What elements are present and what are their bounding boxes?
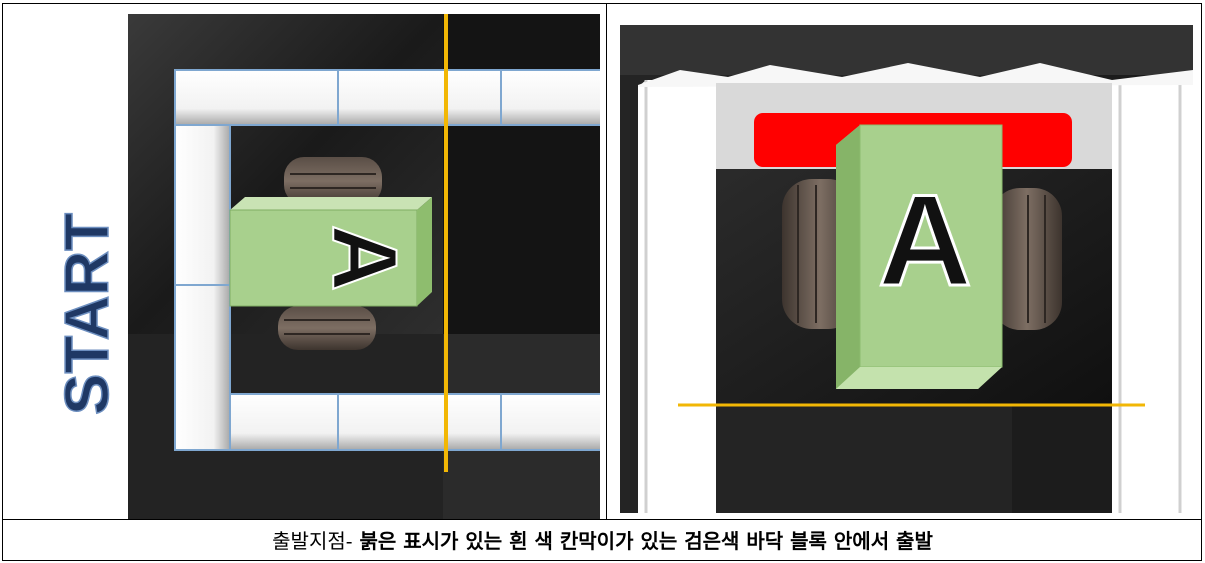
bottom-wall (229, 393, 600, 451)
block-letter: A (878, 167, 972, 313)
block-a: A (836, 124, 1003, 389)
start-label: START (53, 213, 122, 415)
right-wall (1112, 80, 1193, 513)
right-diagram: A (620, 25, 1193, 513)
tire-bottom (278, 306, 376, 350)
caption: 출발지점- 붉은 표시가 있는 흰 색 칸막이가 있는 검은색 바닥 블록 안에… (0, 520, 1205, 558)
left-wall (638, 80, 716, 513)
block-letter: A (314, 225, 416, 291)
left-diagram: START (52, 14, 600, 519)
document-table (2, 3, 1202, 561)
floor-tile (443, 14, 600, 334)
cell-divider-horizontal (2, 519, 1202, 520)
top-wall (174, 69, 600, 126)
left-diagram-panel: START (40, 14, 600, 519)
caption-prefix: 출발지점- (272, 528, 353, 553)
tire-top (284, 157, 382, 205)
tire-right (992, 188, 1062, 330)
caption-description: 붉은 표시가 있는 흰 색 칸막이가 있는 검은색 바닥 블록 안에서 출발 (352, 528, 933, 553)
left-wall (174, 124, 231, 451)
cell-divider-vertical (606, 3, 607, 520)
block-a: A (229, 197, 432, 307)
right-diagram-panel: A (620, 25, 1193, 513)
